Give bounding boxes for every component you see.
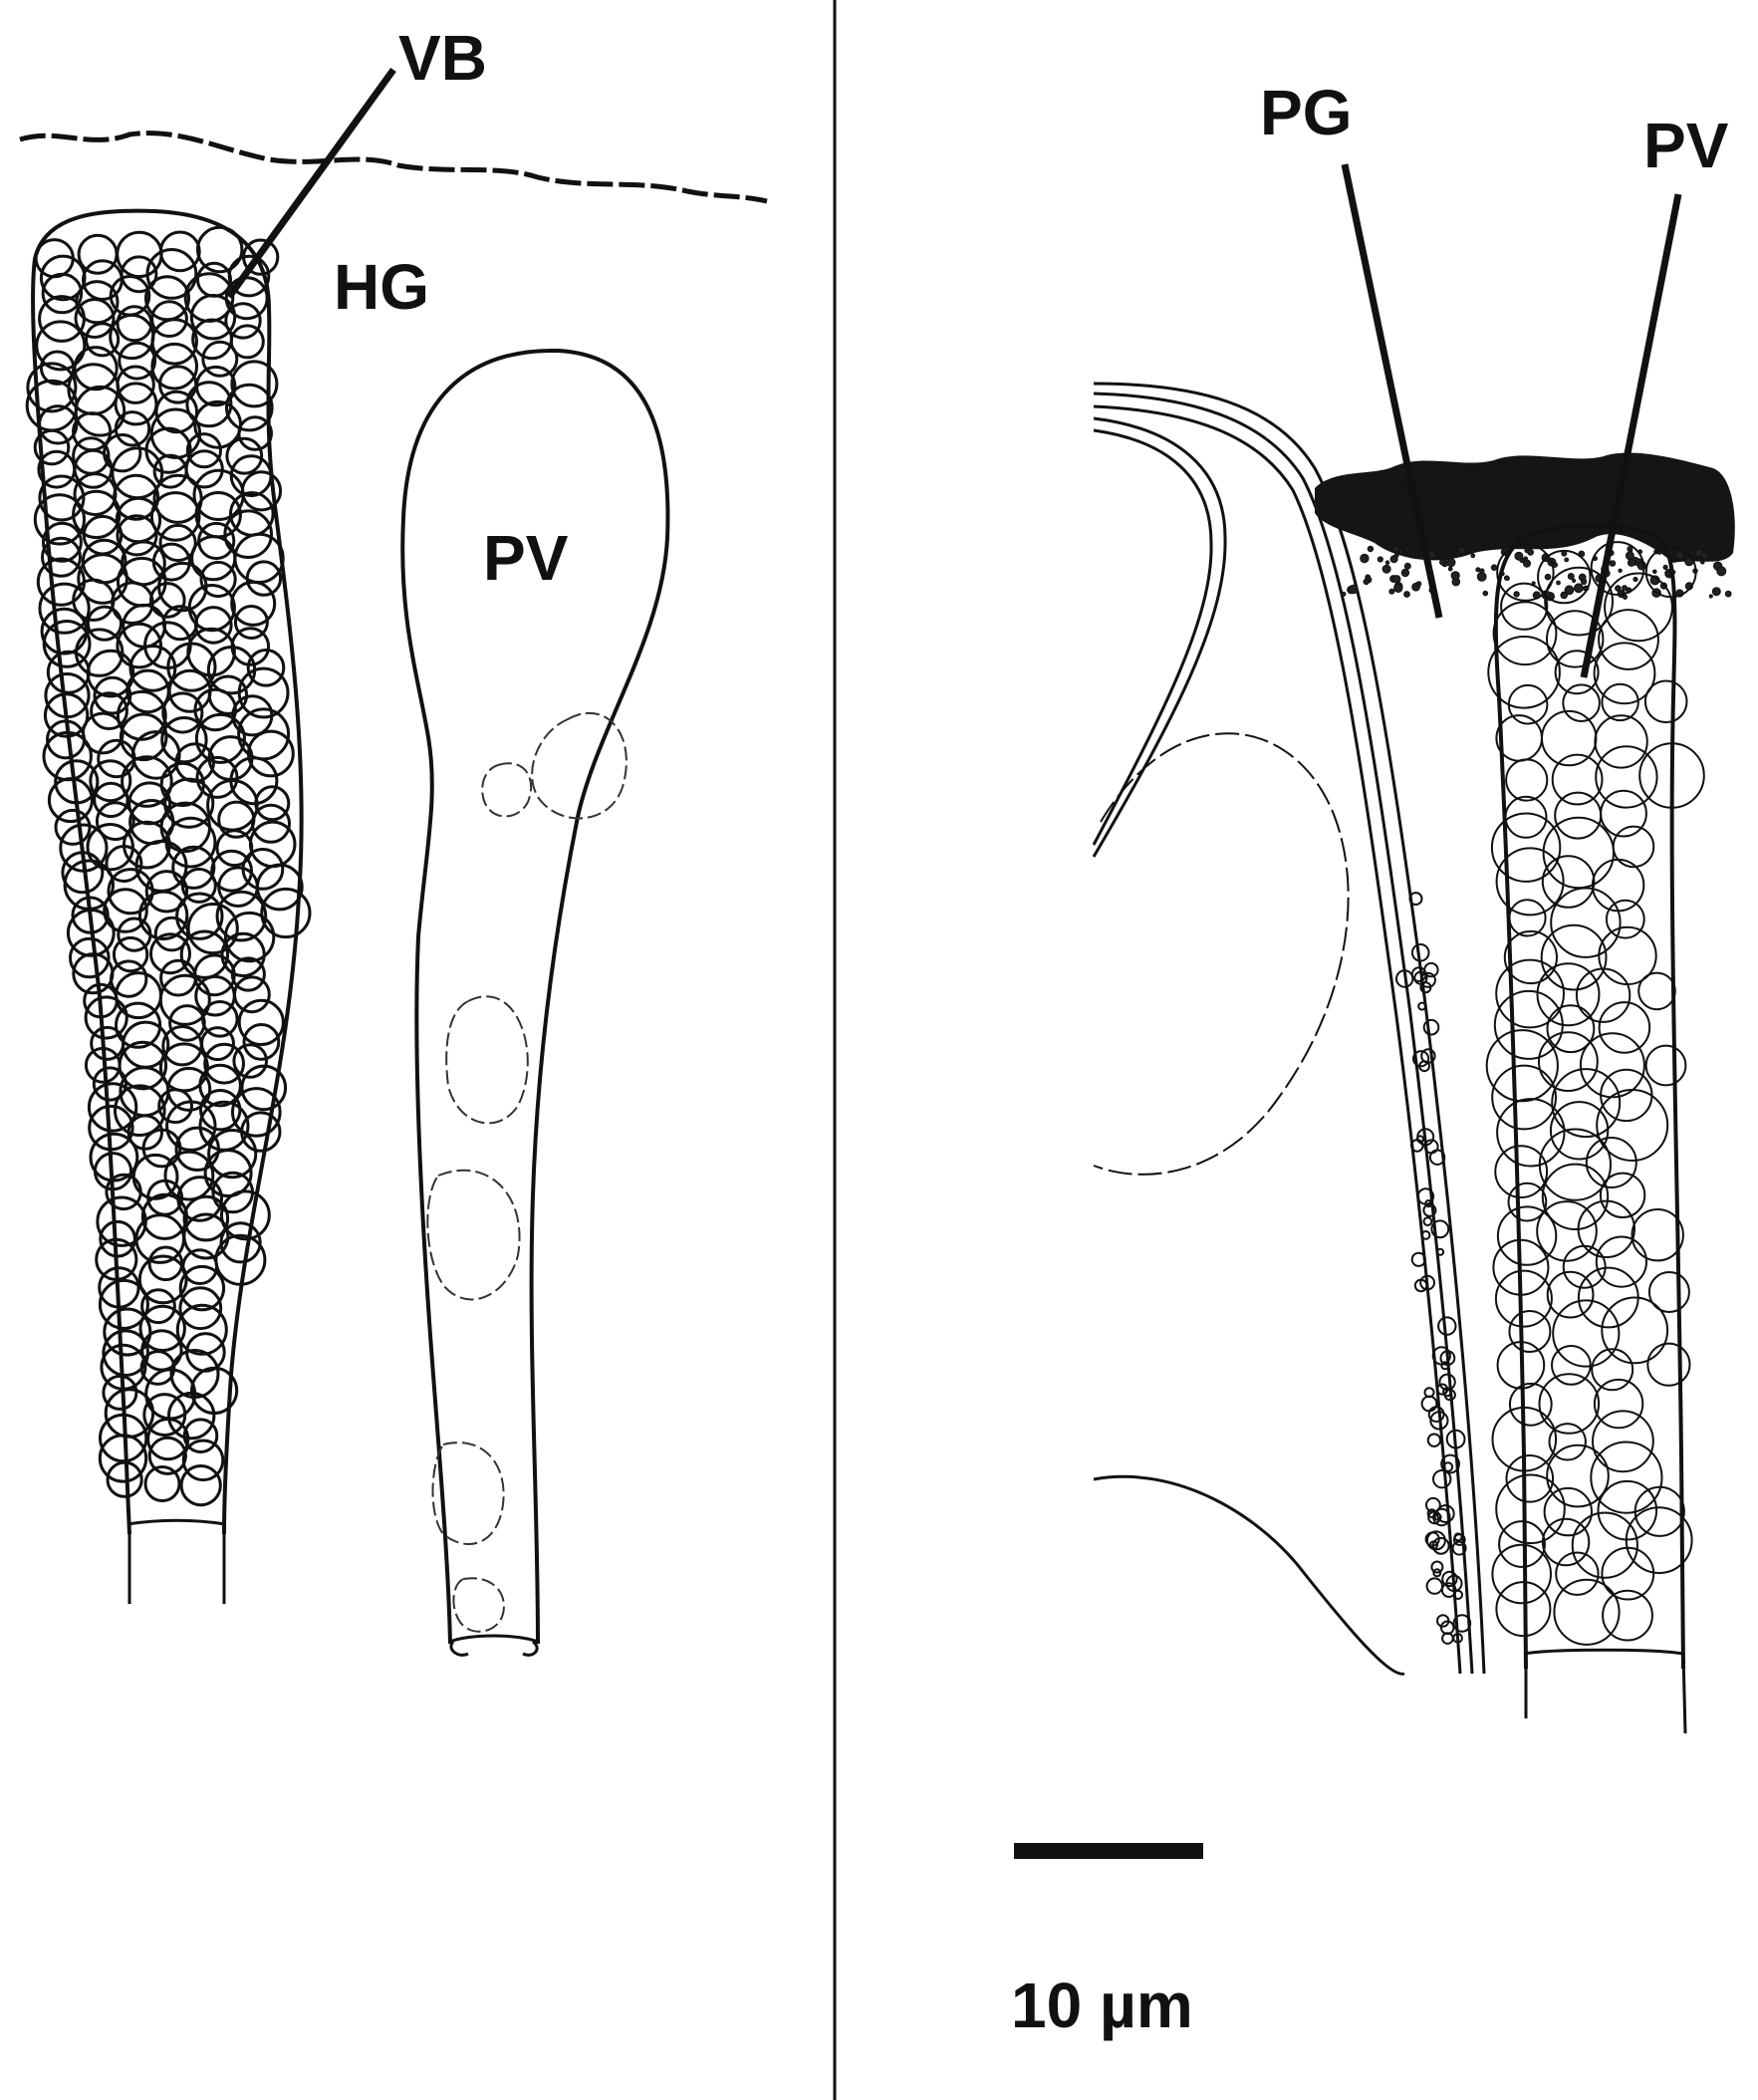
scale-bar: [1014, 1843, 1203, 1859]
surface-line: [20, 133, 767, 201]
pv-cell-left-base: [450, 1636, 538, 1655]
vesicle-cell-base: [127, 1520, 225, 1604]
left-panel: VB HG PV: [20, 22, 767, 1655]
vesicle-bundle: [27, 227, 310, 1504]
vesicle-cell-right-base: [1524, 1650, 1685, 1733]
label-pg: PG: [1260, 77, 1352, 148]
pv-right-leader-line: [1584, 194, 1678, 677]
right-panel: PG PV 10 µm: [1011, 77, 1735, 2041]
label-pv-left: PV: [483, 522, 569, 594]
curved-fibers: [1094, 384, 1484, 1674]
label-vb: VB: [398, 22, 487, 94]
scale-bar-label: 10 µm: [1011, 1969, 1193, 2041]
label-hg: HG: [334, 251, 429, 323]
label-pv-right: PV: [1643, 110, 1729, 181]
pv-cell-left-compartments: [427, 713, 627, 1632]
fiber-granules: [1396, 893, 1470, 1644]
